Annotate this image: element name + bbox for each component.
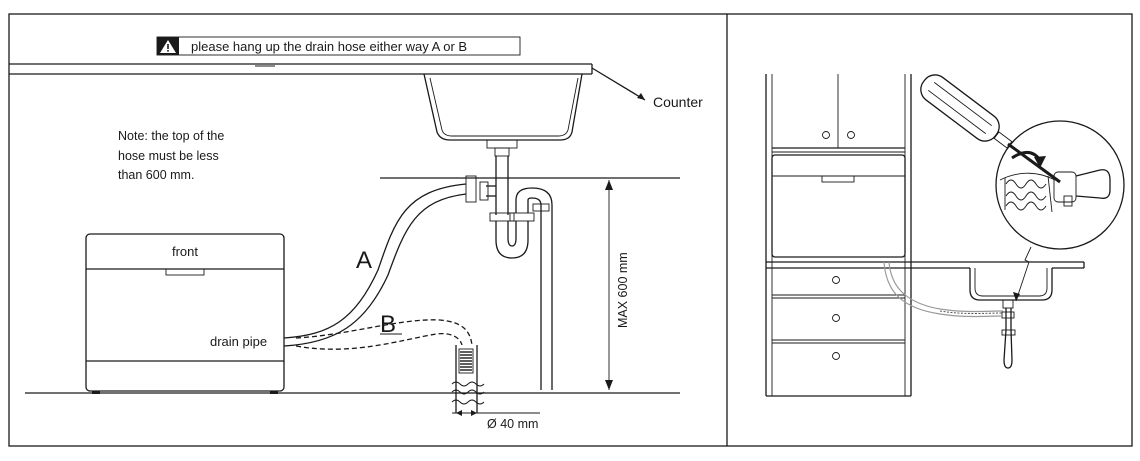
note-line-3: than 600 mm.	[118, 168, 194, 182]
door-handle	[165, 268, 205, 276]
way-a-label: A	[356, 247, 372, 274]
appliance-front-label: front	[172, 244, 198, 259]
diameter-label: Ø 40 mm	[487, 417, 538, 431]
max-height-label: MAX 600 mm	[616, 252, 630, 328]
outer-frame	[8, 13, 1133, 447]
undermount-sink	[969, 268, 1053, 369]
height-note: Note: the top of the hose must be less t…	[118, 129, 224, 182]
hose-corrugation	[1004, 175, 1053, 213]
standpipe: Ø 40 mm	[451, 345, 540, 431]
dishwasher: front drain pipe	[85, 233, 285, 394]
way-b-label: B	[380, 311, 396, 338]
drawer-knob	[832, 352, 840, 360]
drain-hose-b: B	[295, 311, 473, 350]
left-panel: please hang up the drain hose either way…	[9, 36, 703, 431]
sink-bowl	[423, 73, 583, 141]
hose-clamp	[1053, 171, 1077, 203]
screwdriver-icon	[920, 74, 1061, 184]
note-line-1: Note: the top of the	[118, 129, 224, 143]
right-panel	[765, 74, 1125, 397]
callout-leader	[1015, 246, 1032, 302]
warning-triangle-icon	[157, 37, 179, 55]
drawer-knob	[832, 314, 840, 322]
kitchen-cabinet	[765, 74, 912, 396]
cabinet-drawers	[766, 276, 911, 397]
cabinet-knob	[822, 131, 830, 139]
rotate-arrow-icon	[1011, 151, 1046, 168]
sink-drain-trap	[465, 139, 553, 390]
drain-pipe-label: drain pipe	[210, 334, 267, 349]
counter-leader-line	[591, 67, 646, 101]
right-drain-hose	[883, 261, 1004, 318]
max-height-dimension: MAX 600 mm	[605, 180, 630, 390]
hose-clamp-detail	[995, 120, 1125, 250]
note-line-2: hose must be less	[118, 149, 219, 163]
warning-banner: please hang up the drain hose either way…	[156, 36, 521, 56]
counter-shelf	[766, 261, 1085, 269]
compact-dishwasher	[771, 154, 906, 258]
counter-label: Counter	[653, 94, 703, 110]
drawer-knob	[832, 276, 840, 284]
cabinet-knob	[847, 131, 855, 139]
counter-top: Counter	[9, 63, 703, 110]
warning-text: please hang up the drain hose either way…	[191, 39, 467, 54]
drain-hose-a: A	[283, 183, 467, 347]
